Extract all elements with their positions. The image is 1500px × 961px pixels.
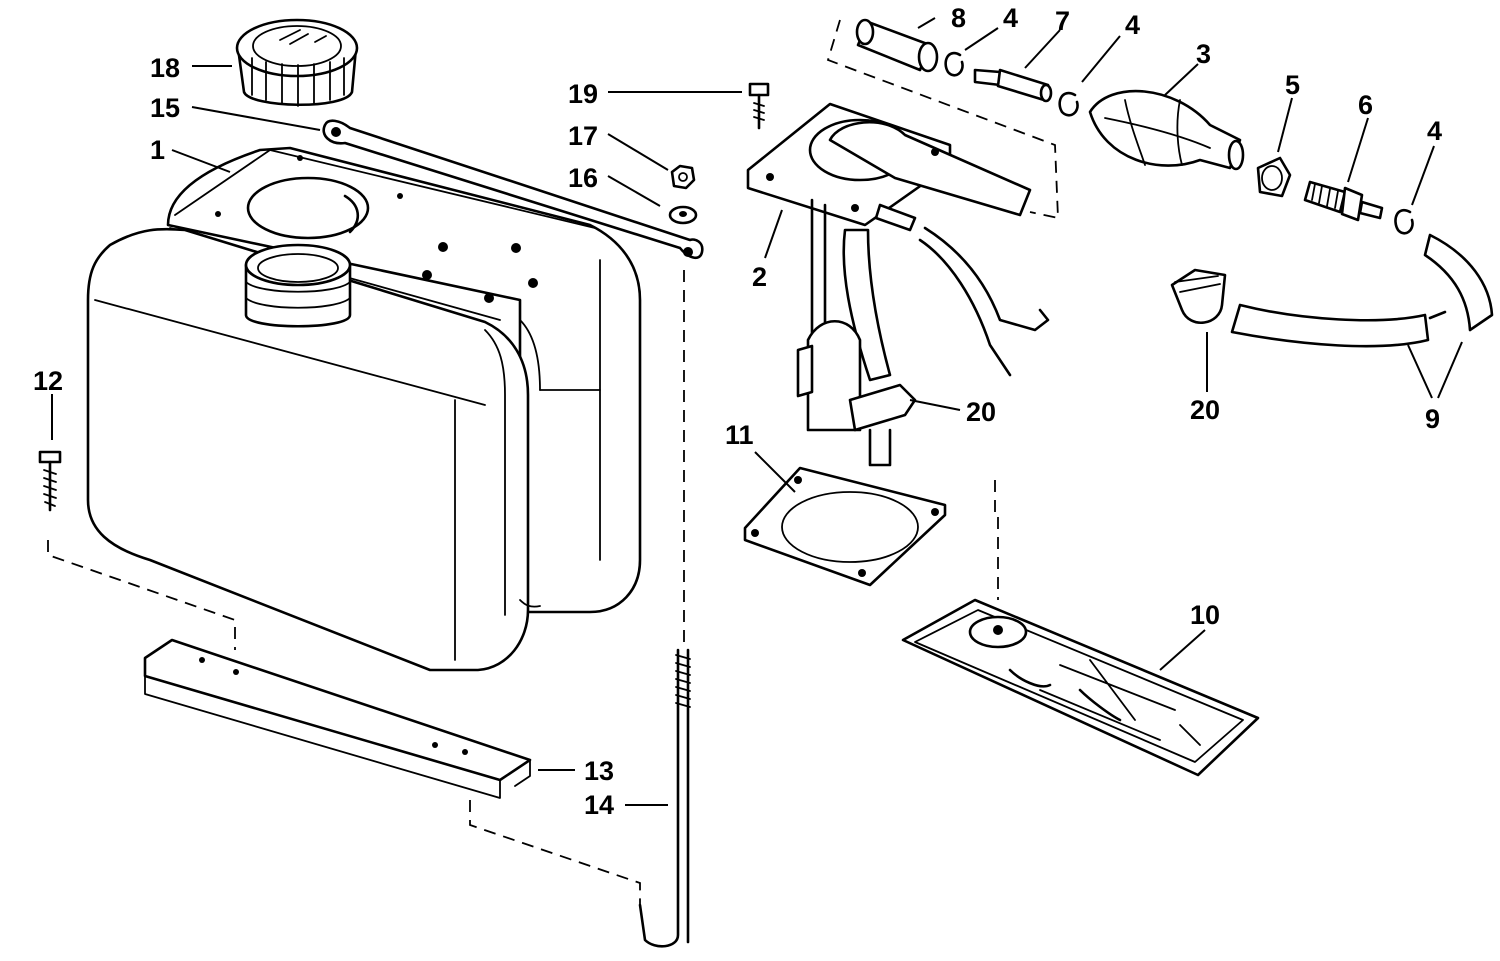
filler-cap-part-18 xyxy=(235,18,359,107)
fuel-tank-part-1 xyxy=(86,146,642,672)
washer-part-16 xyxy=(668,205,698,225)
gasket-part-11 xyxy=(743,466,947,587)
callout-6: 6 xyxy=(1358,90,1373,120)
leader-lines xyxy=(51,17,1463,806)
primer-bulb-part-3 xyxy=(1088,89,1245,171)
connector-part-6 xyxy=(1303,180,1384,222)
callout-4c: 4 xyxy=(1427,116,1442,146)
screw-part-12 xyxy=(38,450,62,512)
hose-part-8 xyxy=(855,18,939,73)
callout-labels: 18 15 1 12 19 17 16 8 4 7 4 3 5 6 4 2 20… xyxy=(33,3,1442,820)
callout-1: 1 xyxy=(150,135,165,165)
callout-20a: 20 xyxy=(966,397,996,427)
callout-3: 3 xyxy=(1196,39,1211,69)
callout-8: 8 xyxy=(951,3,966,33)
callout-9: 9 xyxy=(1425,404,1440,434)
callout-19: 19 xyxy=(568,79,598,109)
hose-clamp-part-20-b xyxy=(1170,268,1227,325)
callout-7: 7 xyxy=(1055,6,1070,36)
alignment-lines xyxy=(47,19,1059,905)
callout-11: 11 xyxy=(725,420,754,450)
callout-13: 13 xyxy=(584,756,614,786)
fitting-part-7 xyxy=(973,68,1053,103)
callout-10: 10 xyxy=(1190,600,1220,630)
callout-17: 17 xyxy=(568,121,598,151)
callout-18: 18 xyxy=(150,53,180,83)
clip-part-4-a xyxy=(944,51,964,77)
clip-part-4-b xyxy=(1058,91,1079,117)
callout-4b: 4 xyxy=(1125,10,1140,40)
mounting-bracket-part-13 xyxy=(143,638,532,799)
callout-2: 2 xyxy=(752,262,767,292)
filter-part-10 xyxy=(901,598,1260,777)
callout-12: 12 xyxy=(33,366,63,396)
fuel-pickup-part-2 xyxy=(746,102,1050,467)
bolt-part-19 xyxy=(748,82,770,130)
callout-15: 15 xyxy=(150,93,180,123)
hold-down-strap-part-15 xyxy=(322,119,704,260)
clip-part-4-c xyxy=(1394,209,1414,235)
fuel-hose-part-9 xyxy=(1230,233,1494,348)
callout-4a: 4 xyxy=(1003,3,1018,33)
callout-14: 14 xyxy=(584,790,614,820)
callout-5: 5 xyxy=(1285,70,1300,100)
collar-part-5 xyxy=(1256,156,1292,198)
nut-part-17 xyxy=(670,164,696,190)
j-bolt-part-14 xyxy=(638,648,691,948)
callout-16: 16 xyxy=(568,163,598,193)
callout-20b: 20 xyxy=(1190,395,1220,425)
